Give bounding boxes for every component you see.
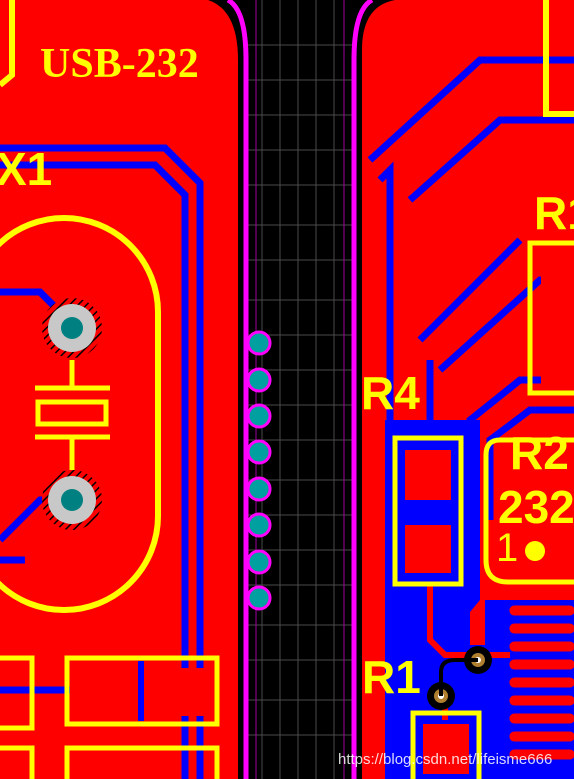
resistor-right-pads[interactable] [541, 255, 574, 385]
left-copper-pour[interactable] [0, 0, 238, 779]
watermark-text: https://blog.csdn.net/lifeisme666 [338, 751, 553, 768]
pin1-dot [525, 541, 545, 561]
x1-outline [0, 215, 161, 613]
x1-designator: X1 [0, 143, 53, 195]
resistor-right-silk [527, 240, 574, 396]
r2-outline [483, 437, 574, 585]
via [246, 585, 272, 611]
via [246, 476, 272, 502]
via [246, 330, 272, 356]
r2-value-label: 232 [498, 481, 574, 533]
grid-lines [244, 0, 356, 779]
via-row[interactable] [246, 330, 272, 611]
via [246, 403, 272, 429]
x1-pad-1[interactable] [42, 298, 102, 358]
bottom-copper-region[interactable] [385, 420, 520, 779]
r-top-designator: R1 [534, 187, 574, 239]
top-right-silk [543, 0, 574, 117]
via [246, 549, 272, 575]
via [246, 367, 272, 393]
via [246, 439, 272, 465]
via [246, 512, 272, 538]
crystal-symbol [35, 360, 110, 470]
right-blue-traces[interactable] [367, 56, 574, 779]
bottom-left-pads[interactable] [0, 655, 220, 779]
pin1-label: 1 [496, 526, 519, 570]
r1-footprint[interactable] [410, 710, 482, 779]
r1-trace[interactable] [439, 658, 478, 696]
keepout-outline [226, 0, 374, 779]
bottom-left-pad-fills [74, 668, 209, 716]
board-title-label: USB-232 [40, 41, 199, 87]
r2-designator: R2 [510, 427, 569, 479]
ic-pads[interactable] [509, 605, 574, 760]
r4-footprint[interactable] [392, 435, 464, 587]
r1-designator: R1 [362, 651, 421, 703]
left-trace-gaps [0, 155, 194, 779]
x1-pad-2[interactable] [42, 470, 102, 530]
r4-designator: R4 [361, 367, 420, 419]
top-left-silk [0, 0, 15, 88]
